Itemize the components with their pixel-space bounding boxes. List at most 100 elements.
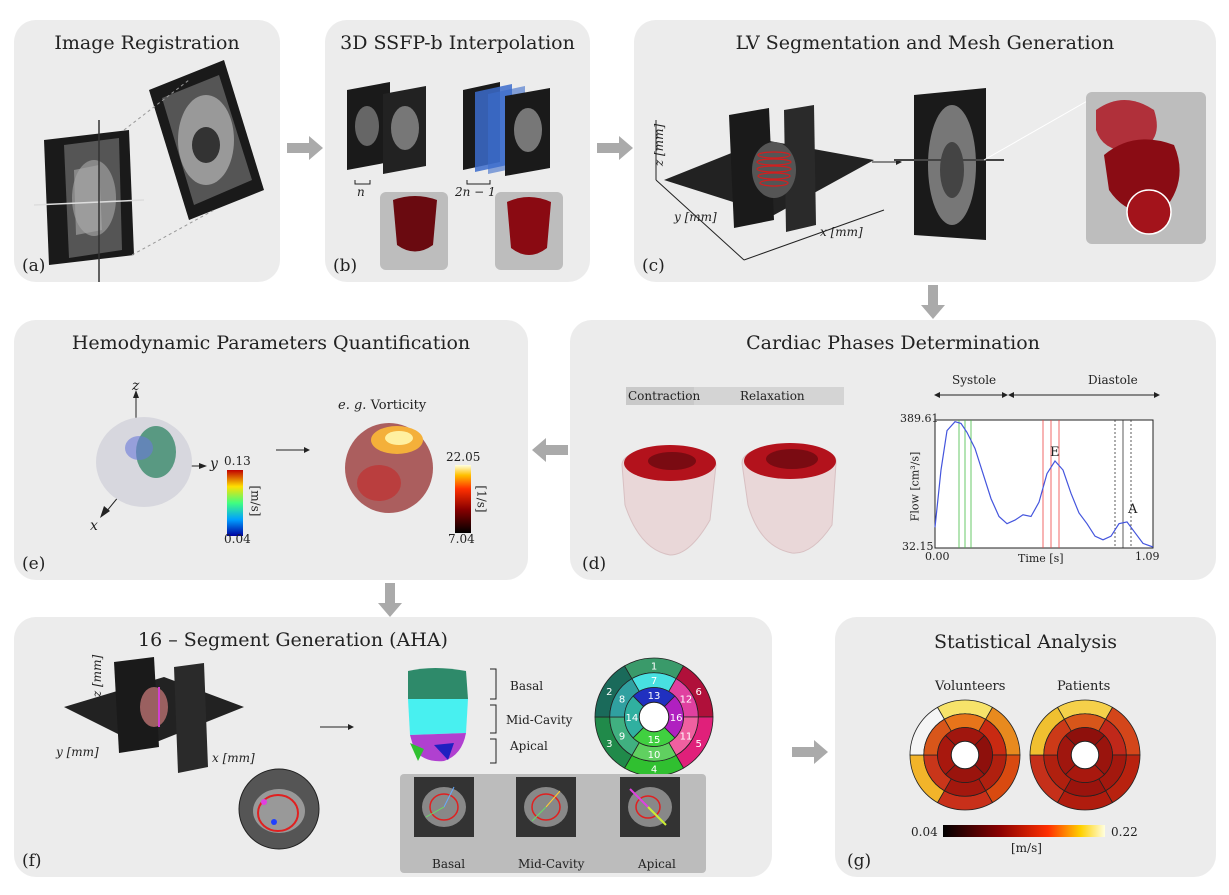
slice-mid-label: Mid-Cavity (518, 857, 585, 871)
panel-segment-generation: 16 – Segment Generation (AHA) z [mm] y [… (14, 617, 772, 877)
flow-chart (934, 419, 1154, 549)
peak-a-label: A (1128, 502, 1138, 517)
panel-label: (b) (333, 256, 358, 276)
two-n-minus-one-label: 2n − 1 (455, 185, 496, 199)
flow-series-line (934, 421, 1154, 548)
segment-number: 16 (670, 713, 683, 724)
flow-arrow (597, 136, 633, 160)
z-axis-label: z (132, 378, 140, 394)
volunteers-bullseye (909, 699, 1021, 811)
slice-mid-image (516, 777, 576, 837)
volunteers-label: Volunteers (935, 679, 1006, 694)
y-axis-label: Flow [cm³/s] (908, 451, 922, 522)
z-axis-label: z [mm] (652, 123, 667, 167)
y-min-tick: 32.15 (902, 540, 934, 553)
panel-lv-segmentation: LV Segmentation and Mesh Generation z [m… (634, 20, 1216, 282)
bullseye-center (950, 740, 980, 770)
flow-arrow (378, 583, 402, 617)
panel-ssfp-interpolation: 3D SSFP-b Interpolation n 2n − 1 (b) (325, 20, 590, 282)
panel-hemodynamic-parameters: Hemodynamic Parameters Quantification z … (14, 320, 528, 580)
panel-title: 16 – Segment Generation (AHA) (138, 629, 448, 651)
velocity-volume (96, 390, 207, 518)
relaxation-bar (694, 387, 844, 405)
segment-number: 14 (626, 713, 639, 724)
segment-number: 15 (648, 735, 661, 746)
lv-segment-model (408, 668, 468, 762)
panel-label: (a) (22, 256, 46, 276)
vorticity-min: 7.04 (448, 532, 475, 546)
segment-number: 10 (648, 750, 661, 761)
segment-number: 2 (606, 687, 612, 698)
segment-number: 5 (696, 739, 702, 750)
vorticity-max: 22.05 (446, 450, 481, 464)
slice-basal-label: Basal (432, 857, 466, 871)
y-max-tick: 389.61 (900, 412, 939, 425)
panel-title: LV Segmentation and Mesh Generation (735, 32, 1115, 54)
flow-arrow (287, 136, 323, 160)
flow-arrow (532, 438, 568, 462)
bullseye-center (1070, 740, 1100, 770)
apical-label: Apical (510, 739, 548, 753)
segment-number: 3 (606, 739, 612, 750)
scale-unit: [m/s] (1011, 841, 1042, 855)
statistics-colorbar (943, 825, 1105, 837)
x-max-tick: 1.09 (1135, 550, 1160, 563)
relaxation-label: Relaxation (740, 389, 805, 403)
panel-title: Statistical Analysis (934, 631, 1117, 653)
x-axis-label: x (90, 518, 98, 534)
slice-apical-label: Apical (638, 857, 676, 871)
segment-number: 6 (696, 687, 702, 698)
panel-label: (e) (22, 554, 46, 574)
mid-cavity-label: Mid-Cavity (506, 713, 573, 727)
vorticity-colorbar (455, 465, 471, 533)
vorticity-unit: [1/s] (474, 485, 489, 513)
panel-label: (f) (22, 851, 42, 871)
velocity-max: 0.13 (224, 454, 251, 468)
x-axis-label: x [mm] (820, 225, 863, 239)
vorticity-volume (345, 423, 433, 513)
segment-number: 11 (680, 731, 693, 742)
basal-label: Basal (510, 679, 544, 693)
patients-bullseye (1029, 699, 1141, 811)
peak-e-label: E (1050, 445, 1060, 460)
y-axis-label: y [mm] (56, 745, 99, 759)
x-axis-label: x [mm] (212, 751, 255, 765)
n-label: n (357, 185, 365, 199)
velocity-min: 0.04 (224, 532, 251, 546)
segment-number: 1 (651, 661, 657, 672)
panel-title: Image Registration (54, 32, 240, 54)
patients-label: Patients (1057, 679, 1111, 694)
segment-number: 4 (651, 765, 657, 776)
scale-min: 0.04 (911, 825, 938, 839)
segmentation-illustration (655, 88, 1206, 261)
velocity-colorbar (227, 470, 243, 536)
x-min-tick: 0.00 (925, 550, 950, 563)
panel-label: (g) (847, 851, 872, 871)
panel-cardiac-phases: Cardiac Phases Determination Contraction… (570, 320, 1216, 580)
panel-image-registration: Image Registration (a) (14, 20, 280, 282)
panel-label: (c) (642, 256, 665, 276)
phase-arrows (934, 392, 1160, 398)
phase-marker-lines (958, 420, 1132, 548)
arrow-to-vorticity (276, 447, 310, 453)
z-axis-label: z [mm] (90, 654, 105, 698)
region-brackets (490, 668, 497, 764)
slice-illustration (64, 657, 320, 850)
panel-title: Cardiac Phases Determination (746, 332, 1040, 354)
slice-apical-image (620, 777, 680, 837)
flow-arrow (921, 285, 945, 319)
y-axis-label: y (210, 456, 218, 472)
slice-basal-image (414, 777, 474, 837)
vorticity-caption: e. g. Vorticity (338, 398, 426, 413)
registration-illustration (33, 60, 264, 282)
segment-number: 13 (648, 691, 661, 702)
vorticity-label: Vorticity (370, 398, 427, 413)
panel-statistical-analysis: Statistical Analysis Volunteers Patients… (835, 617, 1216, 877)
y-axis-label: y [mm] (674, 210, 717, 224)
systole-label: Systole (952, 373, 997, 387)
panel-label: (d) (582, 554, 607, 574)
bullseye-center (638, 701, 670, 733)
contraction-bar (626, 387, 694, 405)
arrow-to-segments (320, 724, 354, 730)
